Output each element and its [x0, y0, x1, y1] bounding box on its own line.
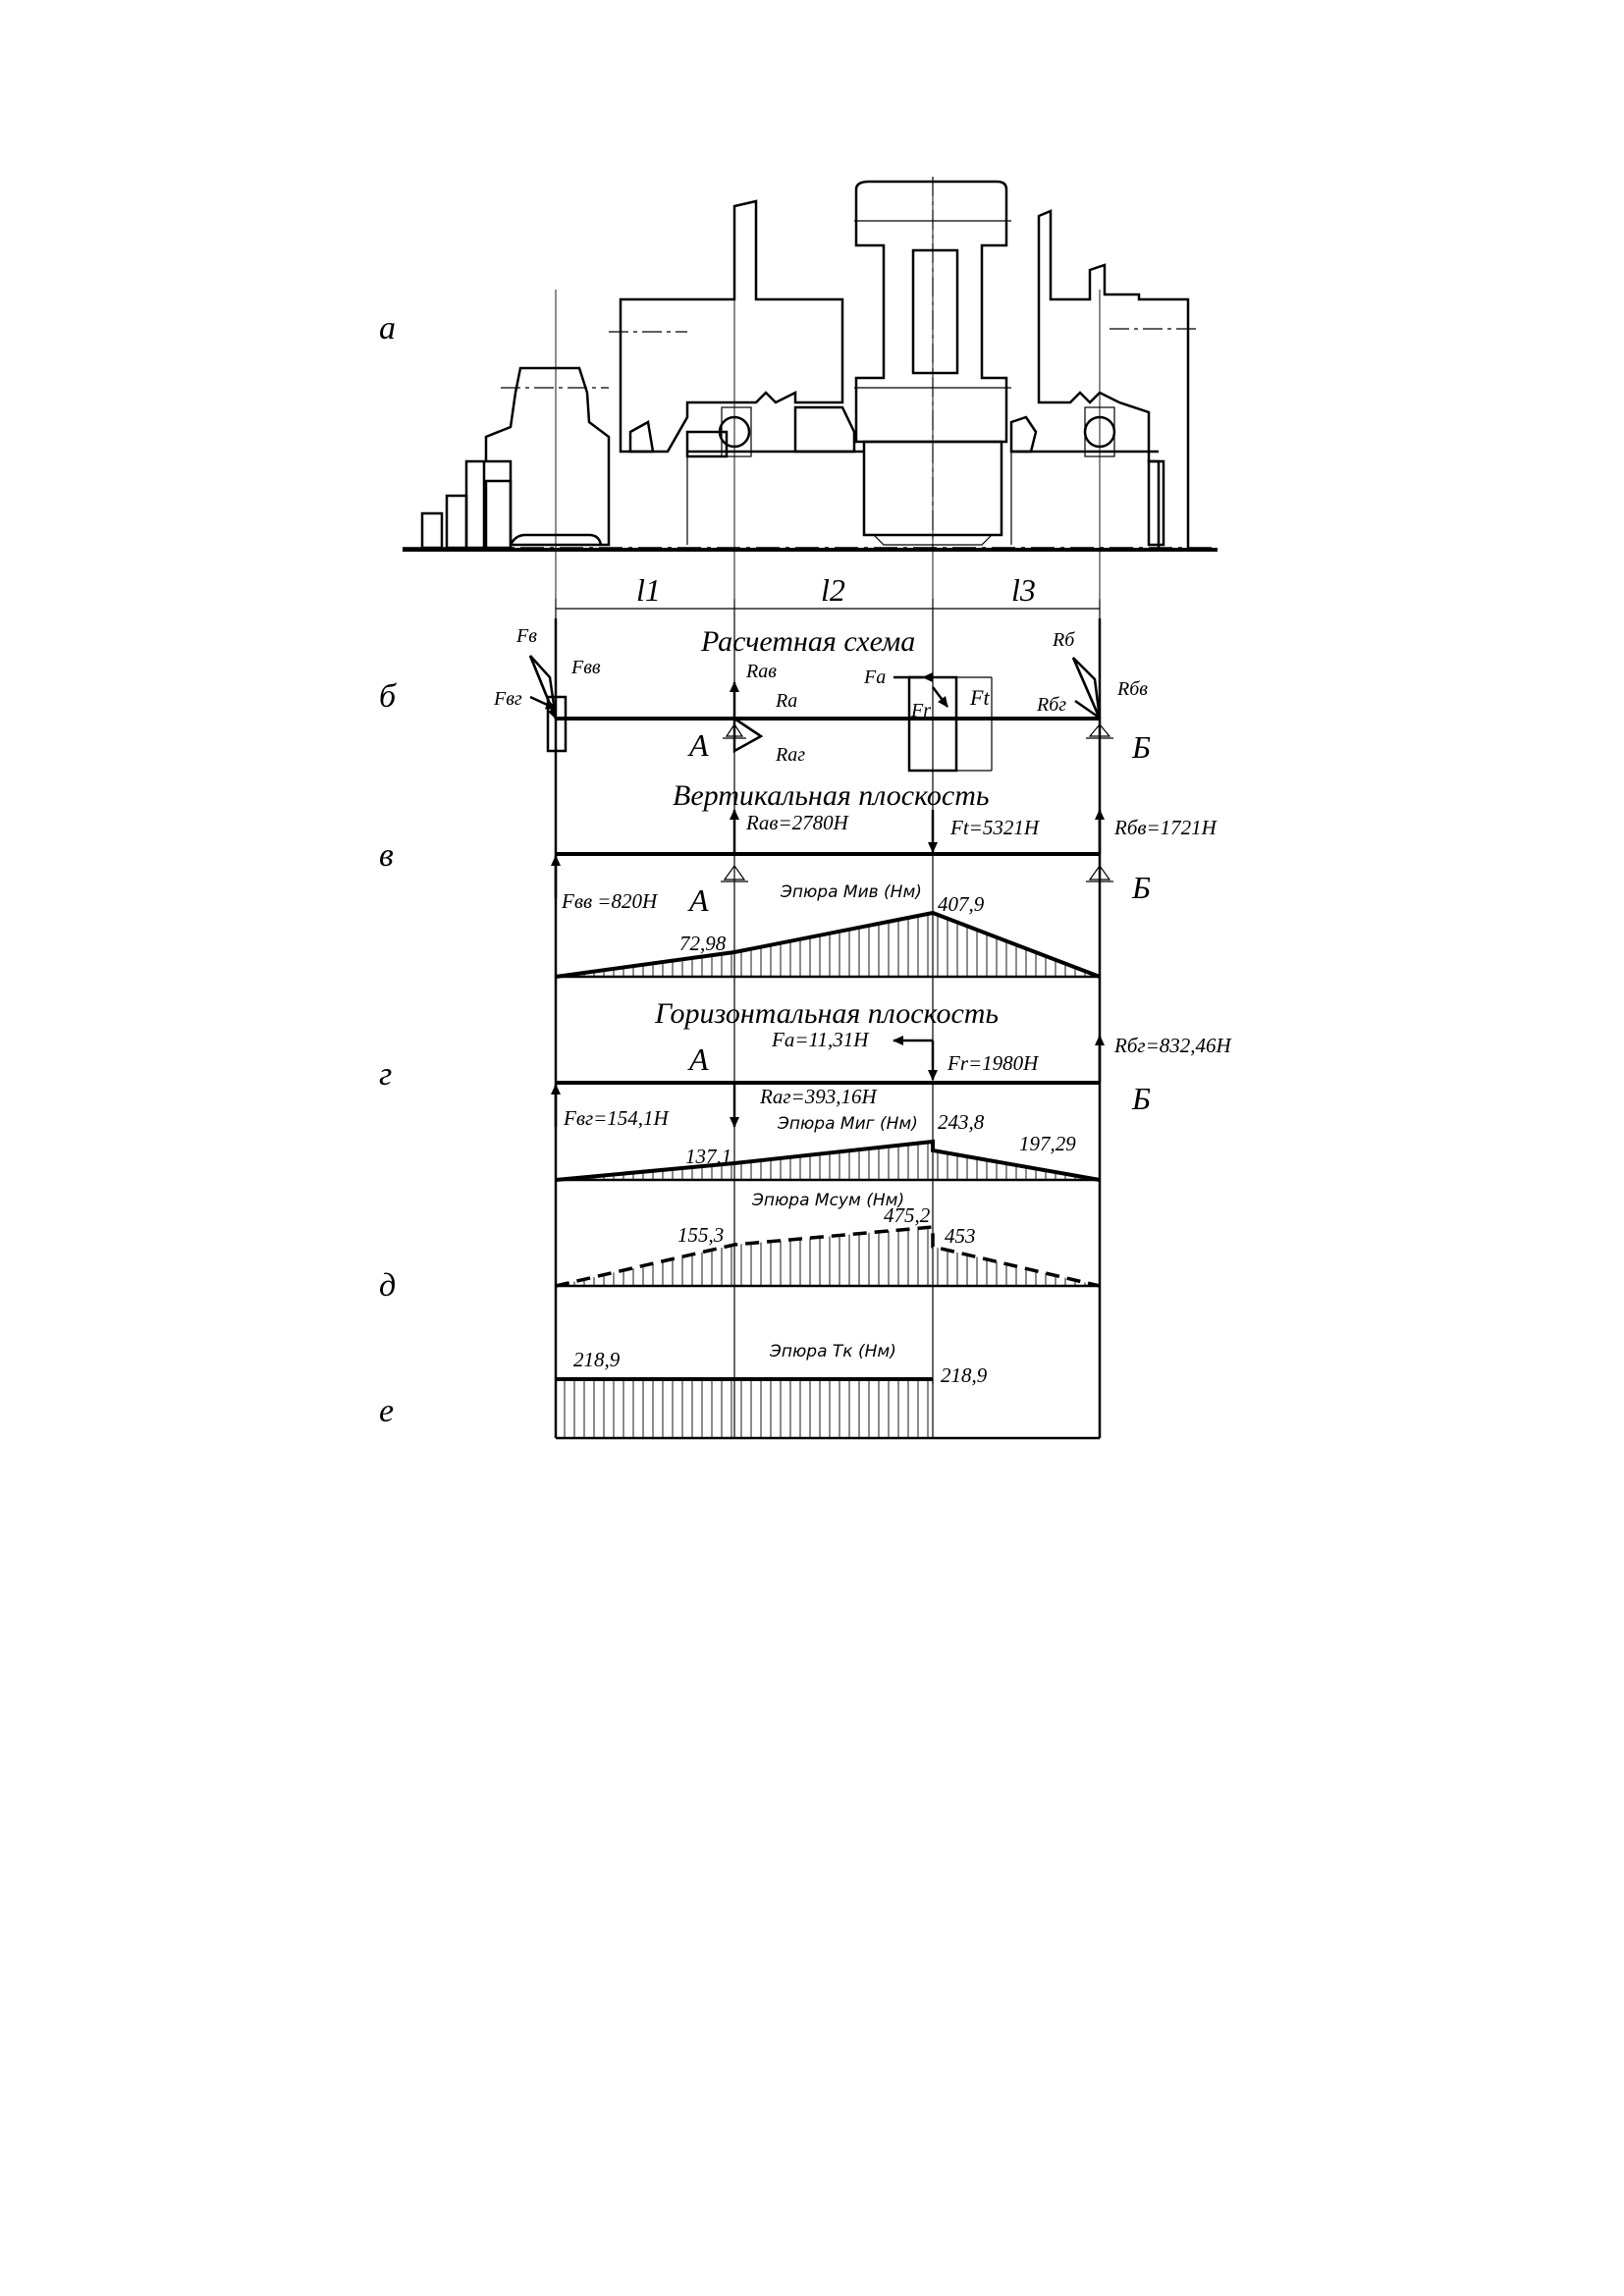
torque-area: [556, 1379, 933, 1438]
label-rag: Rаг: [775, 744, 805, 766]
label-ra: Rа: [775, 690, 797, 712]
section-letter-g: г: [379, 1056, 392, 1093]
label-fvv: Fвв: [570, 657, 601, 678]
label-rbg: Rбг: [1036, 694, 1066, 716]
total-moment: Эпюра Мсум (Нм) 155,3 475,2 453: [555, 1191, 1101, 1288]
span-l3-label: l3: [1011, 572, 1036, 608]
mv-value-1: 72,98: [679, 932, 727, 955]
torque-diagram-title: Эпюра Тк (Нм): [769, 1342, 896, 1362]
moment-horizontal-area: [556, 1142, 1100, 1180]
input-gear: [420, 366, 611, 550]
label-ft: Ft: [969, 685, 990, 710]
horizontal-support-b: Б: [1131, 1081, 1151, 1116]
vertical-title: Вертикальная плоскость: [673, 779, 990, 812]
vertical-diagram-title: Эпюра Мив (Нм): [780, 882, 922, 902]
section-letter-a: а: [379, 310, 396, 347]
vertical-plane: Вертикальная плоскость Rав=2780Н Ft=5321…: [551, 779, 1218, 979]
horizontal-fa: Fа=11,31Н: [771, 1028, 870, 1051]
mv-value-2: 407,9: [938, 892, 985, 916]
total-diagram-title: Эпюра Мсум (Нм): [751, 1191, 904, 1210]
mt-value-1: 155,3: [677, 1223, 724, 1247]
label-rb: Rб: [1052, 629, 1075, 651]
span-l2-label: l2: [821, 572, 845, 608]
moment-vertical-line: [555, 910, 1101, 979]
vertical-rav: Rав=2780Н: [745, 811, 850, 834]
label-rav: Rав: [745, 661, 777, 682]
moment-vertical-area: [556, 913, 1100, 977]
right-housing: [1009, 209, 1198, 552]
mh-value-2: 243,8: [938, 1110, 985, 1134]
torque-diagram: Эпюра Тк (Нм) 218,9 218,9: [556, 1342, 1100, 1440]
horizontal-diagram-title: Эпюра Миг (Нм): [777, 1114, 918, 1134]
horizontal-rag: Rаг=393,16Н: [759, 1085, 878, 1108]
span-l1-label: l1: [636, 572, 661, 608]
vertical-support-b: Б: [1131, 870, 1151, 905]
moment-total-line: [555, 1225, 1101, 1288]
torque-value-2: 218,9: [941, 1363, 988, 1387]
label-fvg: Fвг: [493, 688, 522, 710]
section-letter-e: е: [379, 1393, 394, 1429]
scheme-support-b: Б: [1131, 729, 1151, 765]
horizontal-fr: Fr=1980Н: [947, 1051, 1040, 1075]
vertical-ft: Ft=5321Н: [949, 816, 1041, 839]
label-fr: Fr: [910, 700, 931, 721]
section-letter-d: д: [379, 1267, 396, 1304]
horizontal-plane: Горизонтальная плоскость А Fа=11,31Н Fr=…: [551, 997, 1233, 1182]
section-letter-b: б: [379, 678, 398, 715]
calculation-scheme: Расчетная схема Fв Fвв Fвг Rав Rа Rаг А …: [493, 625, 1151, 773]
scheme-support-a: А: [687, 727, 709, 763]
vertical-support-a: А: [687, 882, 709, 918]
torque-value-1: 218,9: [573, 1348, 621, 1371]
mt-value-2: 475,2: [884, 1203, 931, 1227]
horizontal-support-a: А: [687, 1041, 709, 1077]
load-rect-left: [546, 695, 568, 753]
shaft-assembly-drawing: [403, 177, 1218, 599]
span-dimensions: l1 l2 l3: [555, 572, 1101, 618]
mh-value-1: 137,1: [685, 1145, 731, 1168]
horizontal-title: Горизонтальная плоскость: [654, 997, 999, 1030]
label-fv: Fв: [515, 625, 537, 647]
label-rbv: Rбв: [1116, 678, 1148, 700]
label-fa: Fа: [863, 667, 886, 688]
section-letter-v: в: [379, 837, 394, 874]
vertical-fvv: Fвв =820Н: [561, 889, 659, 913]
horizontal-rbg: Rбг=832,46Н: [1113, 1034, 1233, 1057]
scheme-title: Расчетная схема: [700, 625, 915, 658]
mh-value-3: 197,29: [1019, 1132, 1076, 1155]
vertical-rbv: Rбв=1721Н: [1113, 816, 1218, 839]
horizontal-fvg: Fвг=154,1Н: [563, 1106, 671, 1130]
left-housing: [609, 199, 864, 545]
moment-total-area: [556, 1227, 1100, 1286]
mt-value-3: 453: [945, 1224, 976, 1248]
section-letters: а б в г д е: [379, 310, 398, 1429]
